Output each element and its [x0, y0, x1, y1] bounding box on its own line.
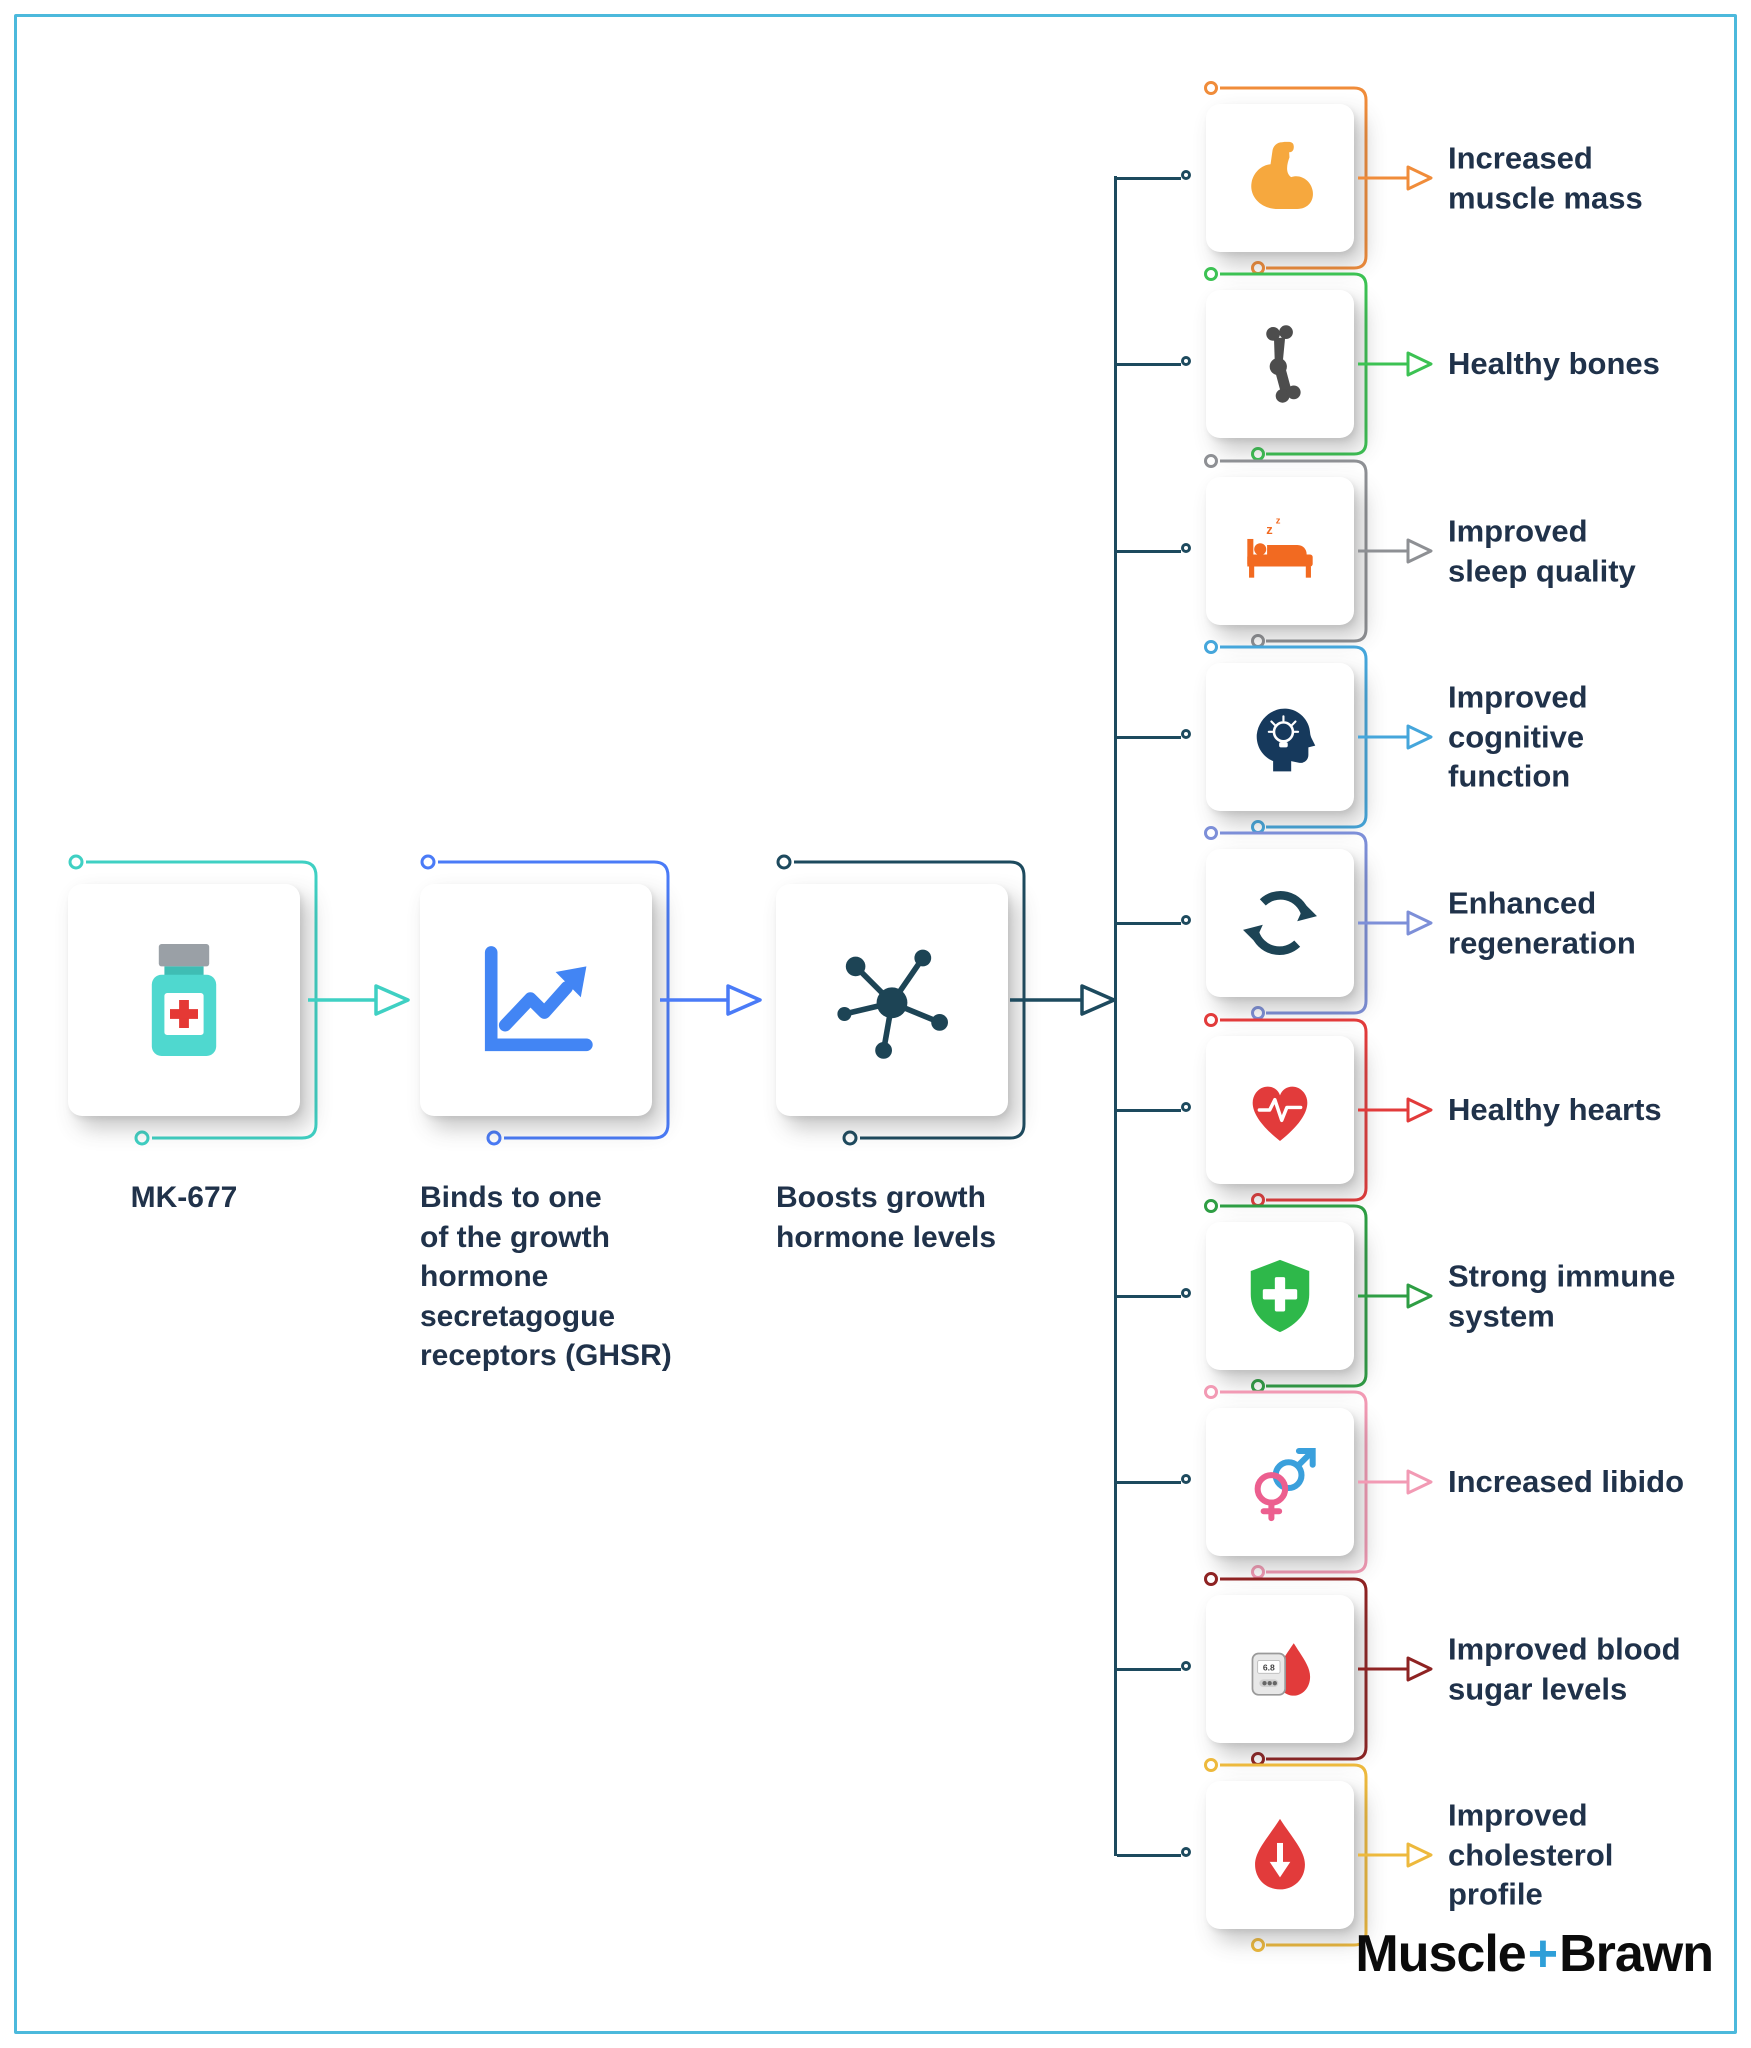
branch-node	[1181, 356, 1191, 366]
benefit-card	[1206, 849, 1354, 997]
benefit-arrow	[1358, 724, 1433, 750]
flow-arrow-3	[1010, 984, 1116, 1016]
benefit-arrow	[1358, 1097, 1433, 1123]
branch-line	[1117, 176, 1181, 180]
benefit-arrow	[1358, 1469, 1433, 1495]
cholesterol-drop-icon	[1255, 1818, 1305, 1890]
branch-line	[1117, 735, 1181, 739]
svg-text:z: z	[1266, 522, 1272, 537]
benefit-card: 6.8	[1206, 1595, 1354, 1743]
branch-node	[1181, 1288, 1191, 1298]
growth-chart-icon	[484, 946, 593, 1052]
benefit-label: Enhanced regeneration	[1448, 885, 1636, 960]
branch-line	[1117, 1108, 1181, 1112]
benefit-card	[1206, 290, 1354, 438]
branch-node	[1181, 915, 1191, 925]
heart-ecg-icon	[1252, 1086, 1308, 1141]
benefit-card	[1206, 663, 1354, 811]
branch-node	[1181, 1661, 1191, 1671]
benefit-arrow	[1358, 1283, 1433, 1309]
benefit-label: Improved cognitive function	[1448, 679, 1588, 794]
muscle-icon	[1251, 141, 1313, 209]
frame-border	[14, 14, 1737, 2034]
branch-line	[1117, 1294, 1181, 1298]
branch-line	[1117, 362, 1181, 366]
step-mk677: MK-677	[68, 854, 318, 1214]
branch-line	[1117, 1480, 1181, 1484]
branch-line	[1117, 921, 1181, 925]
branch-node	[1181, 1102, 1191, 1112]
benefit-card	[1206, 104, 1354, 252]
benefit-label: Increased libido	[1448, 1464, 1685, 1500]
flow-arrow-2	[660, 984, 762, 1016]
benefit-label: Improved cholesterol profile	[1448, 1797, 1614, 1912]
cognitive-icon	[1256, 708, 1316, 772]
benefit-arrow	[1358, 1656, 1433, 1682]
benefit-label: Improved blood sugar levels	[1448, 1631, 1681, 1706]
step-card-mk677	[68, 884, 300, 1116]
molecule-icon	[837, 949, 948, 1059]
branch-line	[1117, 549, 1181, 553]
muscle-brawn-logo: Muscle+Brawn	[1355, 1924, 1714, 1984]
flow-trunk-line	[1114, 176, 1117, 1856]
benefit-label: Improved sleep quality	[1448, 513, 1636, 588]
branch-line	[1117, 1853, 1181, 1857]
step-boosts-gh: Boosts growth hormone levels	[776, 854, 1026, 1254]
benefit-card	[1206, 1036, 1354, 1184]
branch-node	[1181, 729, 1191, 739]
benefit-arrow	[1358, 351, 1433, 377]
svg-text:z: z	[1276, 515, 1281, 526]
logo-muscle: Muscle	[1355, 1925, 1526, 1983]
benefit-label: Increased muscle mass	[1448, 140, 1643, 215]
svg-text:6.8: 6.8	[1263, 1663, 1275, 1673]
pill-bottle-icon	[151, 944, 217, 1056]
regeneration-icon	[1243, 890, 1317, 956]
benefit-arrow	[1358, 910, 1433, 936]
benefit-label: Healthy bones	[1448, 346, 1660, 382]
benefit-arrow	[1358, 1842, 1433, 1868]
logo-plus-icon: +	[1527, 1925, 1558, 1983]
branch-line	[1117, 1667, 1181, 1671]
gender-icon	[1254, 1448, 1316, 1522]
step-caption: MK-677	[130, 1181, 238, 1214]
glucose-meter-icon: 6.8	[1251, 1643, 1311, 1696]
sleep-icon: z z	[1247, 515, 1313, 578]
step-card-boosts	[776, 884, 1008, 1116]
benefit-label: Healthy hearts	[1448, 1092, 1662, 1128]
benefit-card	[1206, 1222, 1354, 1370]
benefit-card	[1206, 1781, 1354, 1929]
branch-node	[1181, 1474, 1191, 1484]
benefit-arrow	[1358, 538, 1433, 564]
step-caption: Binds to one of the growth hormone secre…	[420, 1181, 672, 1373]
benefit-label: Strong immune system	[1448, 1258, 1676, 1333]
branch-node	[1181, 543, 1191, 553]
flow-arrow-1	[308, 984, 410, 1016]
step-card-binds	[420, 884, 652, 1116]
step-binds-ghsr: Binds to one of the growth hormone secre…	[420, 854, 672, 1372]
benefit-arrow	[1358, 165, 1433, 191]
branch-node	[1181, 170, 1191, 180]
benefit-card: z z	[1206, 477, 1354, 625]
step-caption: Boosts growth hormone levels	[776, 1181, 997, 1254]
benefit-card	[1206, 1408, 1354, 1556]
branch-node	[1181, 1847, 1191, 1857]
logo-brawn: Brawn	[1559, 1925, 1714, 1983]
immune-shield-icon	[1250, 1259, 1310, 1333]
bone-joint-icon	[1266, 325, 1301, 403]
